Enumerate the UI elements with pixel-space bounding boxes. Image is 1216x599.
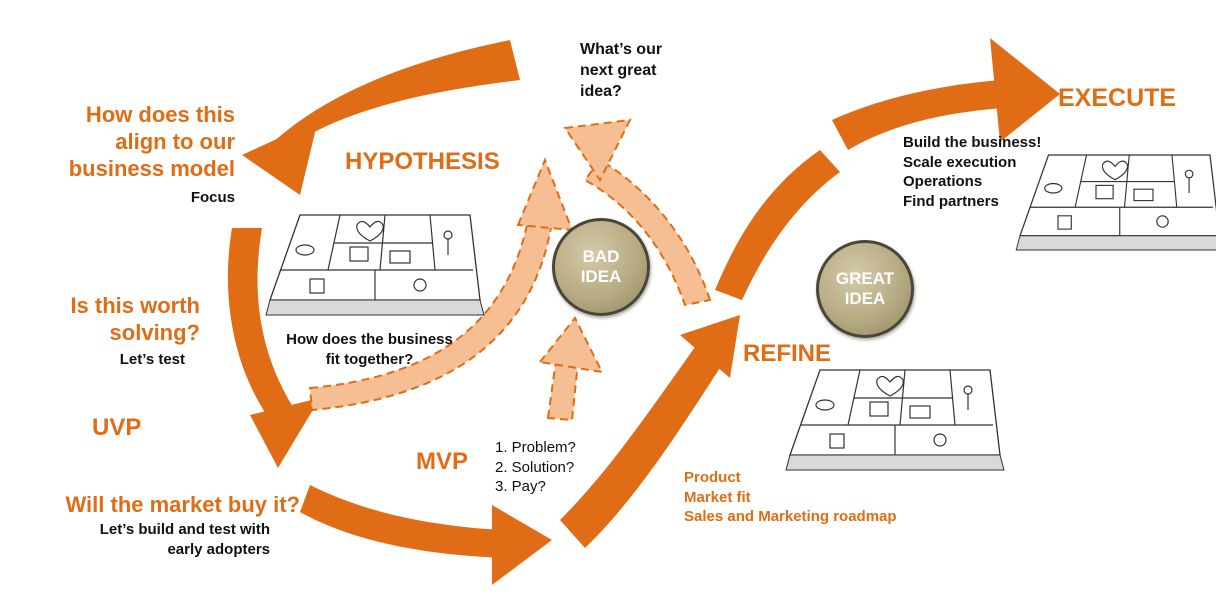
worth-question: Is this worth solving? — [70, 293, 200, 345]
refine-label: REFINE — [743, 340, 832, 367]
tests-list: 1. Problem? 2. Solution? 3. Pay? — [495, 439, 576, 495]
bad-idea-ball: BAD IDEA — [552, 218, 650, 316]
market-question: Will the market buy it? — [65, 492, 300, 517]
execute-arrow — [715, 38, 1060, 300]
hypothesis-loop-arrow — [227, 40, 740, 585]
hypothesis-label: HYPOTHESIS — [345, 148, 500, 175]
refine-notes: Product Market fit Sales and Marketing r… — [684, 469, 897, 525]
market-note: Let’s build and test with early adopters — [99, 521, 270, 558]
next-idea-question: What’s our next great idea? — [580, 41, 663, 100]
worth-note: Let’s test — [119, 351, 185, 368]
align-question: How does this align to our business mode… — [68, 102, 235, 181]
bad-idea-feedback-arrows — [308, 118, 712, 422]
great-idea-ball: GREAT IDEA — [816, 240, 914, 338]
uvp-label: UVP — [92, 414, 142, 441]
business-fit-question: How does the business fit together? — [286, 331, 453, 368]
align-note: Focus — [190, 189, 235, 206]
mvp-label: MVP — [416, 448, 469, 475]
business-model-canvas-sketch-icon — [265, 214, 485, 316]
business-model-canvas-sketch-icon — [1015, 154, 1216, 251]
execute-notes: Build the business! Scale execution Oper… — [903, 134, 1042, 210]
business-model-canvas-sketch-icon — [785, 369, 1005, 471]
execute-label: EXECUTE — [1058, 84, 1177, 112]
